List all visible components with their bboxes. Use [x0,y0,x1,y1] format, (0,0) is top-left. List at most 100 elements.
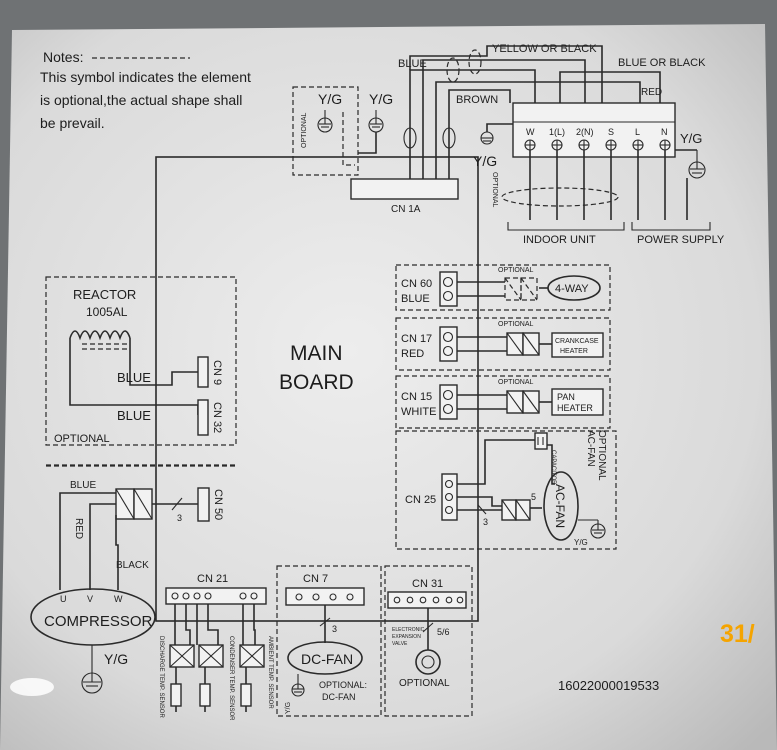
acfan-filter [501,499,531,521]
reactor-wire-b [129,338,198,386]
cn25-pin [444,505,454,515]
ground-icon [291,674,305,697]
acfan-optional-label-2: AC-FAN [585,430,596,467]
capacitor-wire-2 [547,444,555,485]
compressor-terminal-u: U [60,594,67,604]
terminal-ground-wire [486,123,515,132]
terminal-right-yg: Y/G [680,131,702,146]
wire-label-brown: BROWN [456,94,498,106]
main-board-label-2: BOARD [279,371,354,394]
terminal-label-1l: 1(L) [549,127,565,137]
cable-ferrite-optional [501,187,619,207]
four-way-label: 4-WAY [555,283,589,295]
main-board-outline [155,156,479,622]
wire-ferrite-optional [446,57,460,83]
wire-label-blue-or-black: BLUE OR BLACK [618,57,706,69]
cn50-bundle-mark [171,497,183,511]
cn21-connector [165,587,267,605]
sensor-filter [169,644,265,668]
ground-wire [358,132,377,154]
compressor-wire-black: BLACK [116,560,149,571]
cn15-filter [506,390,540,414]
wire-red [435,81,641,179]
cn50-connector [197,487,210,522]
power-supply-label: POWER SUPPLY [637,234,725,246]
notes-title: Notes: [43,49,83,65]
cn25-label: CN 25 [405,494,436,506]
acfan-yg: Y/G [574,538,588,547]
pan-heater-label-2: HEATER [557,403,593,413]
dc-fan-label: DC-FAN [301,651,353,667]
compressor-label: COMPRESSOR [44,613,153,630]
cn60-filter-optional [504,277,538,301]
terminal-label-n: N [661,127,668,137]
ambient-sensor-label: AMBIENT TEMP. SENSOR [267,636,273,709]
cn25-bundle-mark [477,504,487,515]
cn50-label: CN 50 [212,489,224,520]
compressor-wire-red: RED [73,518,84,539]
temp-sensor-icons [170,667,252,712]
wire-label-red: RED [641,87,662,98]
terminal-label-2n: 2(N) [576,127,594,137]
cn15-pin [442,403,454,415]
cn1a-connector [350,178,459,200]
cn15-label: CN 15 [401,391,432,403]
ac-fan-motor [543,471,579,541]
cn25-wire-cap [457,439,520,485]
glare-spot [10,678,54,696]
terminal-down-wires [529,150,688,220]
label-panel [0,24,777,750]
cn17-wires [457,336,552,352]
cn21-label: CN 21 [197,573,228,585]
main-board-label-1: MAIN [290,342,343,365]
expansion-valve-inner [421,655,435,669]
cn21-wires [174,604,256,645]
wire-ferrite [442,127,456,149]
date-stamp: 31/ [720,620,755,648]
cn31-pins [393,596,464,604]
cn17-pin [442,331,454,343]
wire-blue [409,69,536,179]
cn32-connector [197,399,209,436]
cn17-color: RED [401,348,424,360]
eev-optional-box [384,565,473,717]
wire-ferrite-optional [468,49,482,75]
compressor-wire-blue: BLUE [70,480,96,491]
ground-icon [688,150,706,179]
cn25-wire-a [457,496,502,507]
acfan-pin-count: 5 [531,492,536,502]
cn9-connector [197,356,209,388]
reactor-optional-box [45,276,237,446]
cn25-optional-box [395,430,617,550]
eev-optional-label: OPTIONAL [399,678,450,689]
cn25-pin [444,492,454,502]
pan-heater-box [551,388,604,416]
compressor-wire-v [89,503,116,590]
cn15-optional-box [395,375,611,429]
cn60-pin [442,276,454,288]
cn31-pin-count: 5/6 [437,627,450,637]
notes-line1: This symbol indicates the element [40,69,251,85]
crankcase-heater-box [551,332,604,358]
reactor-model: 1005AL [86,305,128,319]
optional-ground-box [292,86,359,176]
reactor-title: REACTOR [73,287,136,302]
cn60-optional-box [395,264,611,311]
wire-label-yellow-or-black: YELLOW OR BLACK [492,43,597,55]
compressor-filter [115,488,153,520]
crankcase-heater-label-1: CRANKCASE [555,338,599,345]
dc-fan-motor [287,641,363,675]
wire-label-blue: BLUE [398,58,427,70]
cn25-pin-count: 3 [483,517,488,527]
compressor-terminal-v: V [87,594,93,604]
dc-fan-optional-box [276,565,382,717]
compressor-terminal-w: W [114,594,123,604]
optional-ground-wire [342,112,355,166]
cn7-bundle-mark [319,617,331,627]
serial-number: 16022000019533 [558,678,659,693]
wire-yellow-loop [409,45,603,103]
power-supply-bracket [631,222,711,231]
notes-line3: be prevail. [40,115,105,131]
crankcase-heater-label-2: HEATER [560,348,588,355]
dc-fan-optional-2: DC-FAN [322,692,356,702]
